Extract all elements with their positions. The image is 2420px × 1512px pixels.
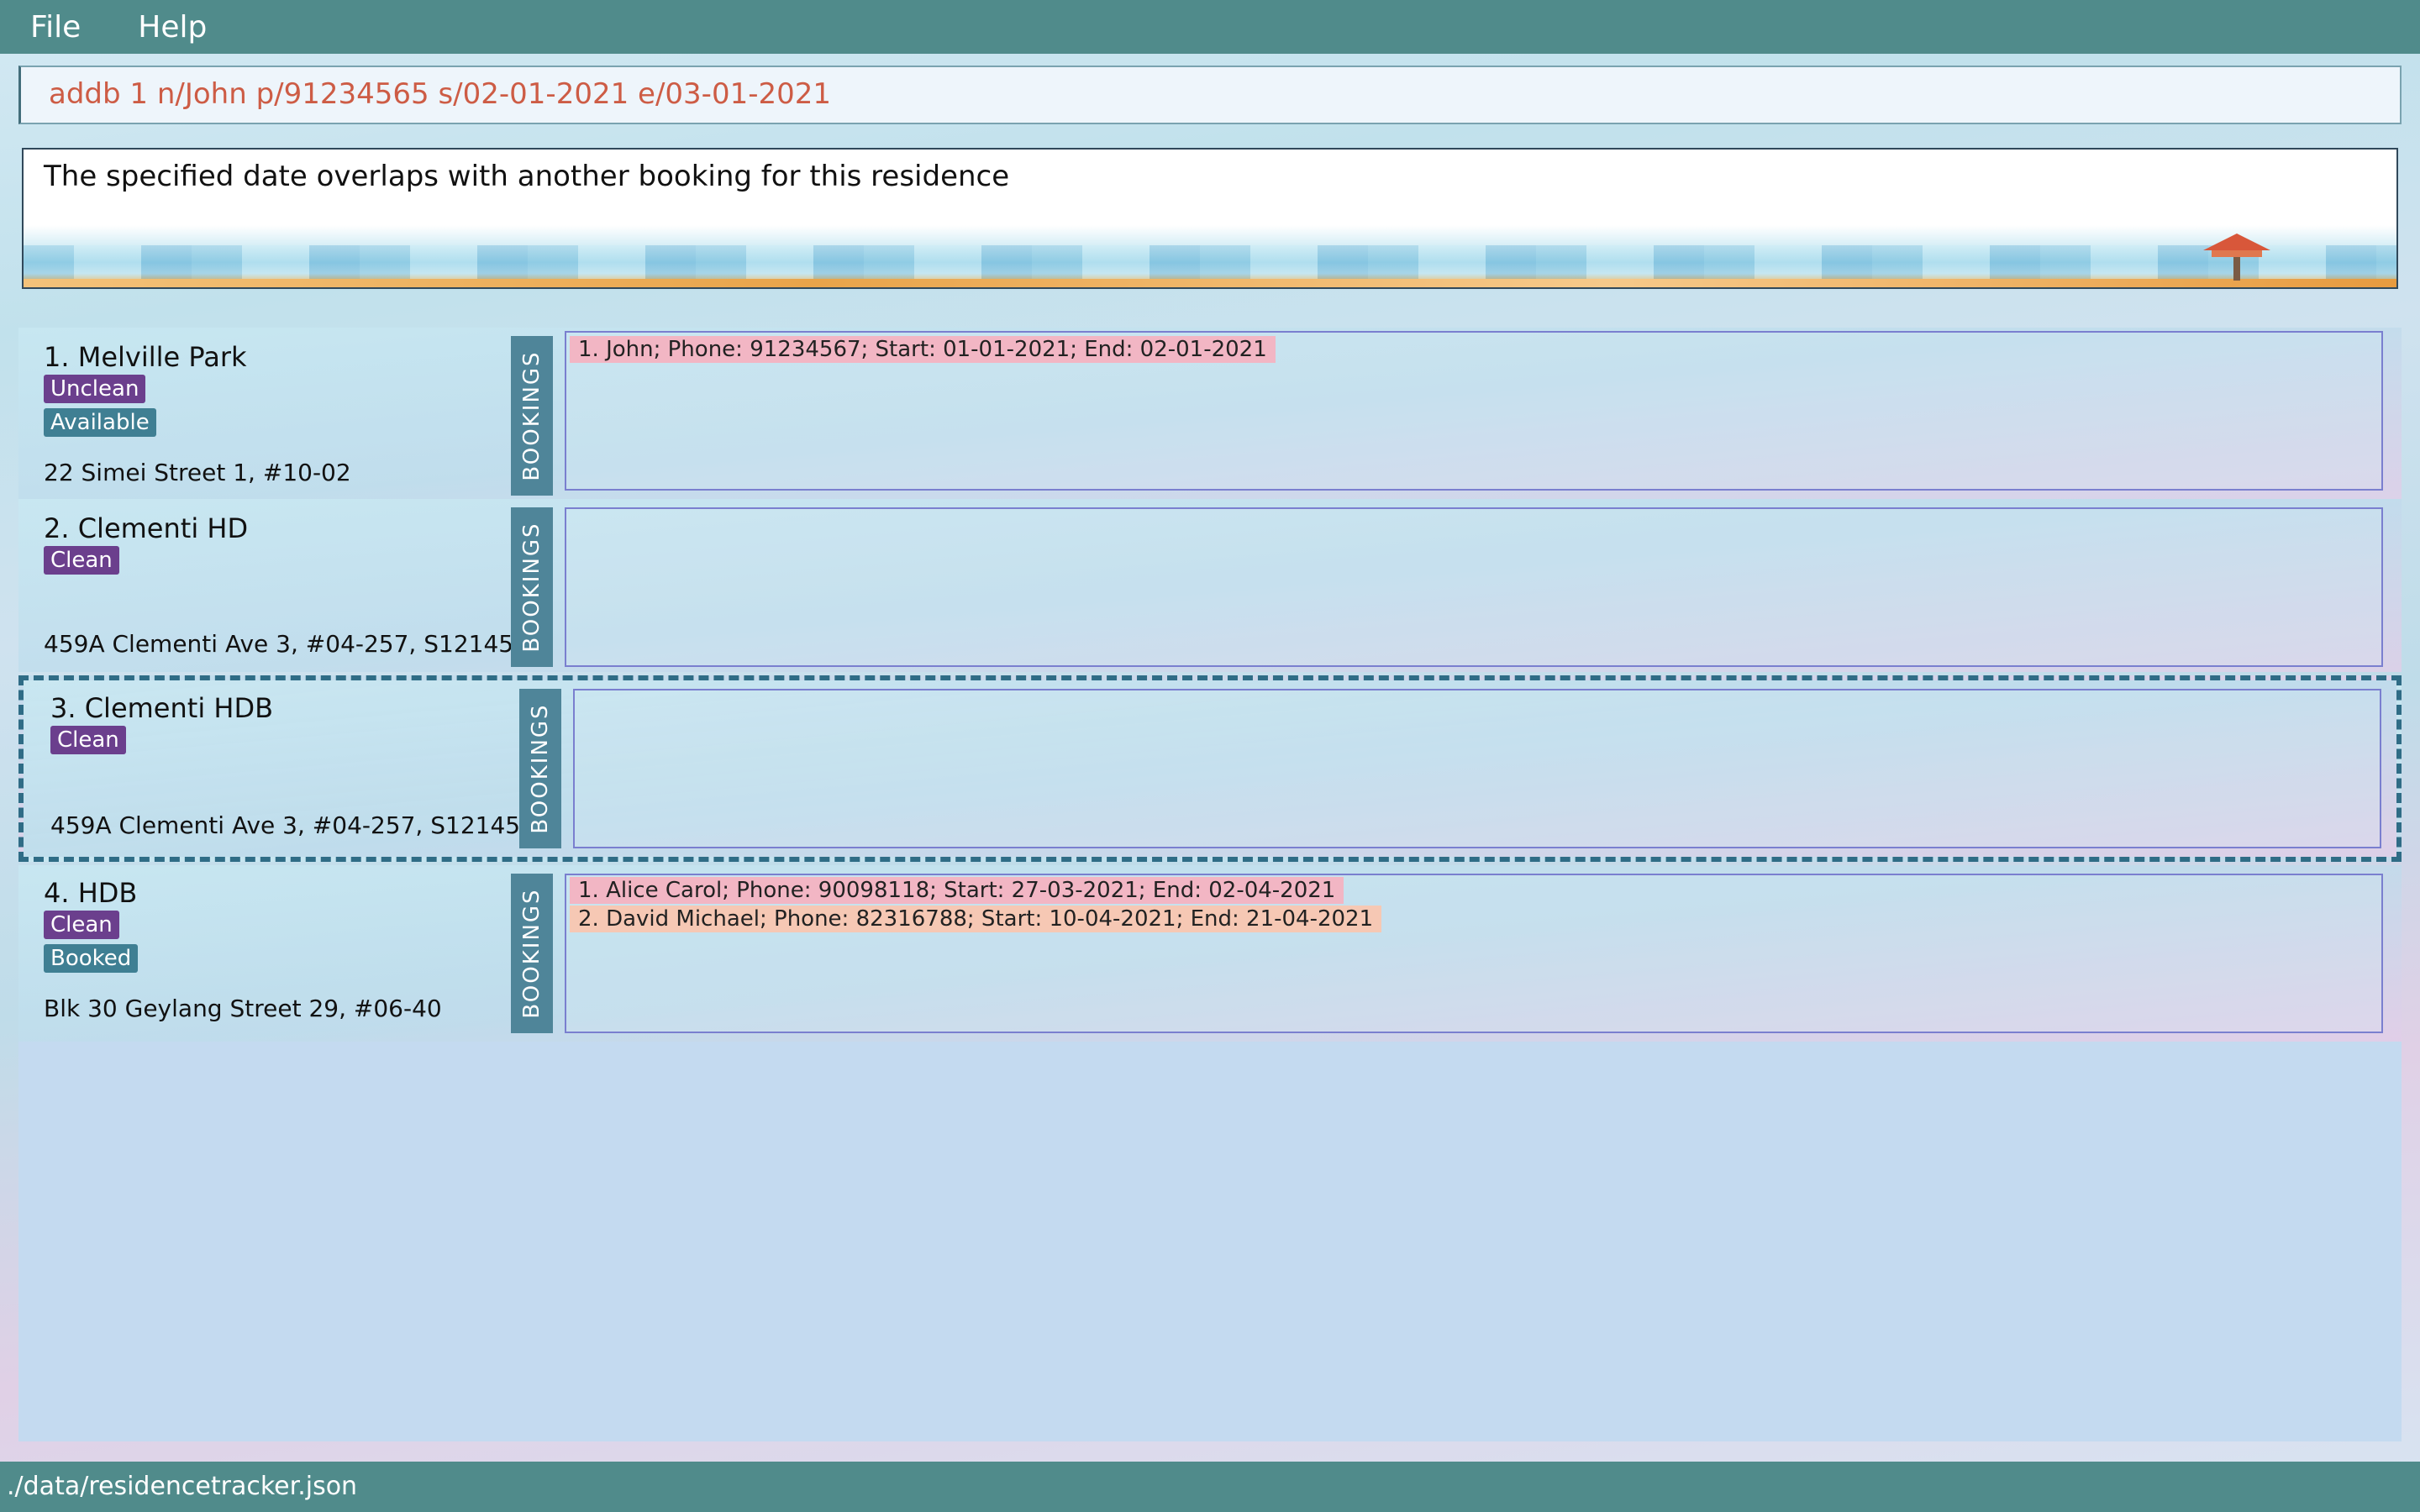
- residence-list[interactable]: 1. Melville Park Unclean Available 22 Si…: [18, 302, 2402, 1441]
- residence-card-selected[interactable]: 3. Clementi HDB Clean 459A Clementi Ave …: [18, 675, 2402, 862]
- status-bar: ./data/residencetracker.json: [0, 1462, 2420, 1512]
- menu-help[interactable]: Help: [138, 9, 208, 45]
- bookings-label: BOOKINGS: [519, 522, 544, 653]
- clean-status-tag: Unclean: [44, 375, 146, 403]
- sea-decoration: [24, 245, 2396, 279]
- booking-status-tag: Available: [44, 408, 156, 437]
- command-input[interactable]: addb 1 n/John p/91234565 s/02-01-2021 e/…: [49, 77, 831, 111]
- residence-address: Blk 30 Geylang Street 29, #06-40: [44, 995, 442, 1022]
- bookings-label-bar: BOOKINGS: [519, 689, 561, 848]
- bookings-label: BOOKINGS: [519, 888, 544, 1019]
- residence-address: 22 Simei Street 1, #10-02: [44, 459, 351, 486]
- residence-title: 3. Clementi HDB: [50, 692, 274, 724]
- residence-card[interactable]: 4. HDB Clean Booked Blk 30 Geylang Stree…: [18, 865, 2402, 1042]
- booking-status-tag: Booked: [44, 944, 139, 973]
- save-location: ./data/residencetracker.json: [7, 1472, 358, 1501]
- bookings-list[interactable]: [565, 507, 2383, 667]
- bookings-label-bar: BOOKINGS: [511, 874, 553, 1033]
- result-display: The specified date overlaps with another…: [22, 148, 2398, 289]
- booking-item[interactable]: 1. John; Phone: 91234567; Start: 01-01-2…: [570, 336, 1276, 363]
- bookings-list[interactable]: 1. Alice Carol; Phone: 90098118; Start: …: [565, 874, 2383, 1033]
- residence-address: 459A Clementi Ave 3, #04-257, S121459: [44, 630, 529, 658]
- residence-title: 1. Melville Park: [44, 341, 247, 373]
- residence-card[interactable]: 2. Clementi HD Clean 459A Clementi Ave 3…: [18, 499, 2402, 672]
- clean-status-tag: Clean: [44, 546, 119, 575]
- residence-title: 4. HDB: [44, 877, 138, 909]
- clean-status-tag: Clean: [44, 911, 119, 939]
- booking-item[interactable]: 2. David Michael; Phone: 82316788; Start…: [570, 906, 1382, 932]
- menu-file[interactable]: File: [30, 9, 82, 45]
- residence-address: 459A Clementi Ave 3, #04-257, S121459: [50, 811, 535, 839]
- booking-item[interactable]: 1. Alice Carol; Phone: 90098118; Start: …: [570, 877, 1344, 904]
- sand-decoration: [24, 279, 2396, 287]
- bookings-list[interactable]: 1. John; Phone: 91234567; Start: 01-01-2…: [565, 331, 2383, 491]
- beach-hut-icon: [2203, 234, 2270, 281]
- residence-title: 2. Clementi HD: [44, 512, 249, 544]
- residence-card[interactable]: 1. Melville Park Unclean Available 22 Si…: [18, 328, 2402, 499]
- clean-status-tag: Clean: [50, 726, 126, 754]
- bookings-label: BOOKINGS: [528, 703, 553, 834]
- list-empty-area: [18, 1042, 2402, 1441]
- bookings-label-bar: BOOKINGS: [511, 507, 553, 667]
- bookings-label-bar: BOOKINGS: [511, 336, 553, 496]
- menu-bar: File Help: [0, 0, 2420, 54]
- bookings-list[interactable]: [573, 689, 2381, 848]
- result-message: The specified date overlaps with another…: [44, 160, 1010, 193]
- bookings-label: BOOKINGS: [519, 350, 544, 481]
- command-box[interactable]: addb 1 n/John p/91234565 s/02-01-2021 e/…: [18, 66, 2402, 124]
